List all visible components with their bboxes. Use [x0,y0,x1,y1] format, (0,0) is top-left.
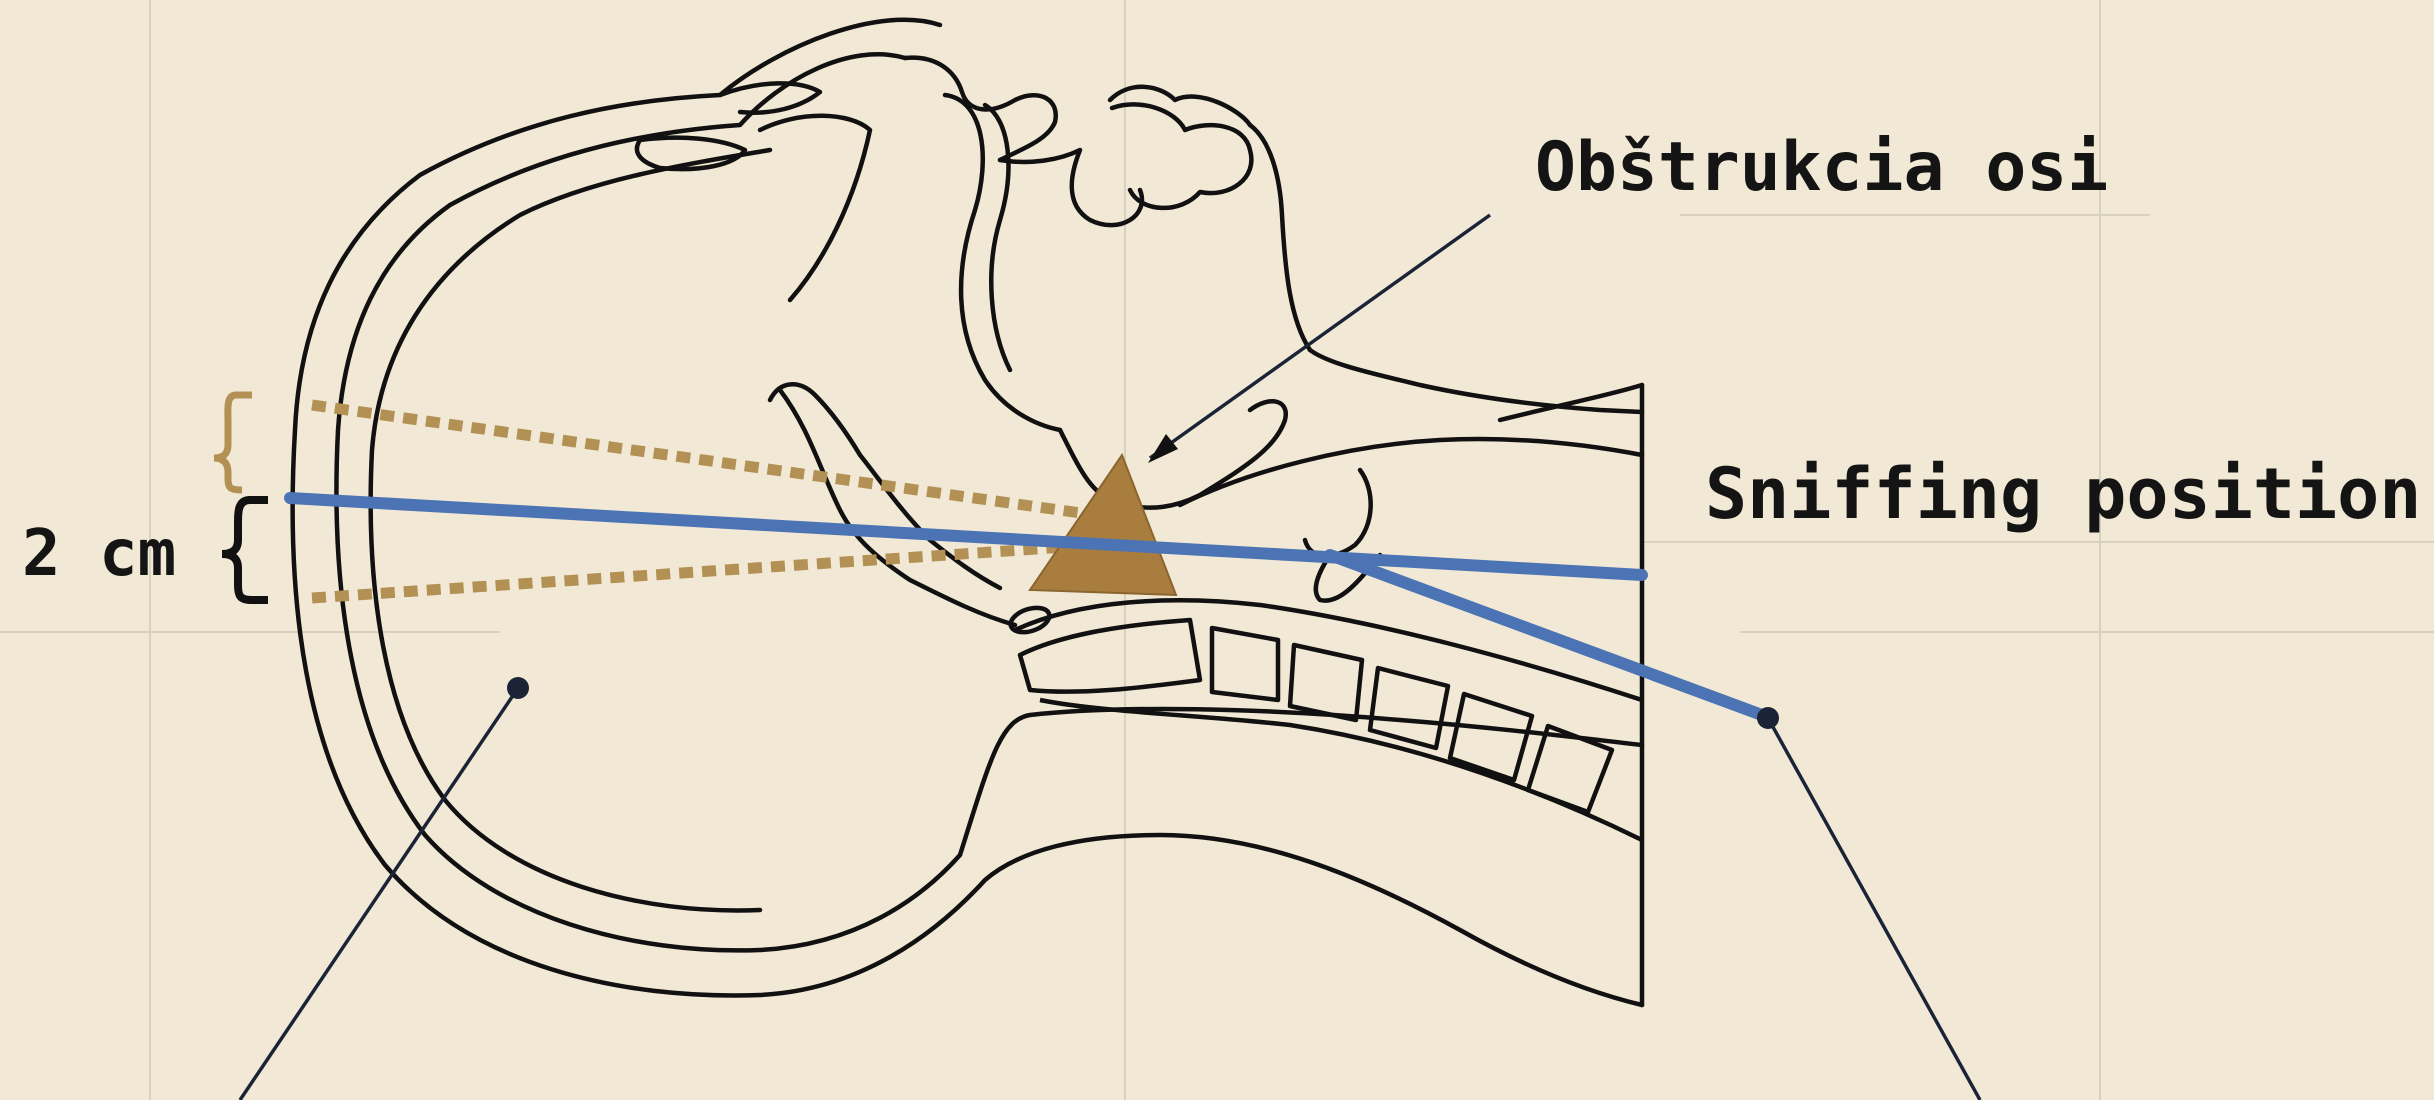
obstruction-label: Obštrukcia osi [1535,128,2108,207]
pointer-lines [240,215,1980,1100]
obstruction-triangle [1030,455,1176,595]
pointer-dot-neck [1757,707,1779,729]
distance-bracket [222,500,268,600]
sniffing-position-label: Sniffing position [1705,453,2421,535]
tan-bracket [214,395,252,490]
distance-label: 2 cm [22,517,176,591]
pointer-arrowhead [1148,434,1178,463]
pointer-dot-skull [507,677,529,699]
